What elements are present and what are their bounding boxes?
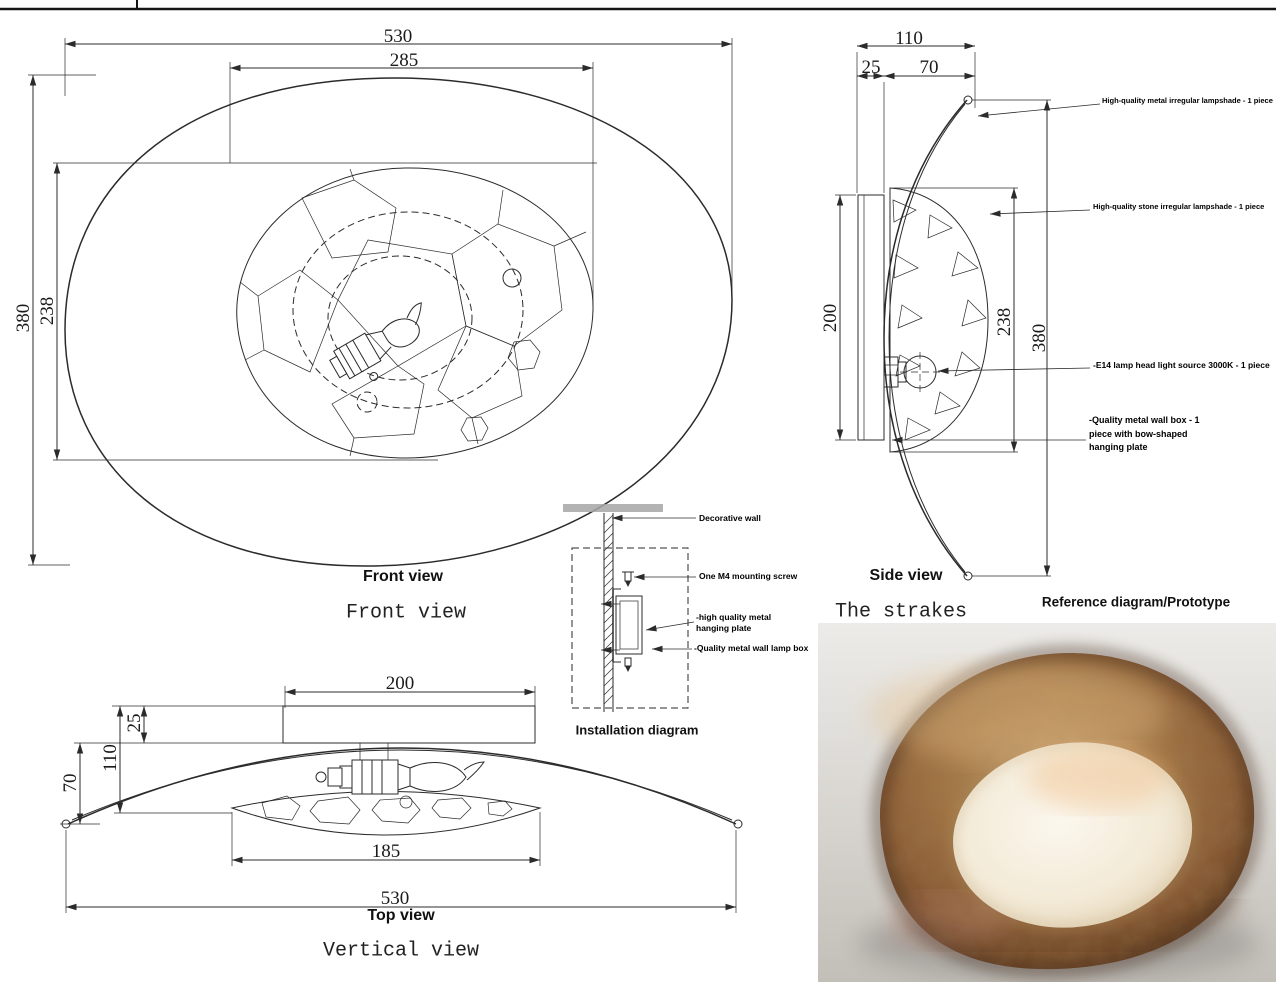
install-label-plate: -high quality metal hanging plate [696, 612, 772, 634]
side-view-caption: Side view [869, 567, 943, 584]
front-dim-outer-height: 380 [13, 303, 34, 333]
top-dim-shade-depth: 70 [60, 773, 81, 793]
front-dim-outer-width: 530 [383, 26, 413, 47]
side-dim-total-depth: 110 [895, 28, 923, 49]
front-dim-inner-width: 285 [389, 50, 419, 71]
prototype-photo [818, 623, 1276, 982]
annotation-stone-lampshade: High-quality stone irregular lampshade -… [1093, 202, 1265, 211]
top-view-drawing [60, 686, 743, 913]
annotation-wall-box: -Quality metal wall box - 1 piece with b… [1089, 415, 1200, 452]
top-dim-mid-depth: 110 [100, 744, 121, 772]
top-view-caption: Top view [367, 907, 435, 924]
top-dim-stone-width: 185 [371, 841, 401, 862]
installation-drawing [563, 504, 696, 712]
frame-line [0, 0, 1276, 11]
front-view-drawing [28, 38, 733, 567]
side-dim-total-height: 380 [1029, 323, 1050, 353]
side-dim-stone-height: 238 [994, 307, 1015, 337]
annotation-e14-lamp: -E14 lamp head light source 3000K - 1 pi… [1093, 360, 1270, 370]
side-dim-box-height: 200 [820, 303, 841, 333]
side-view-caption-serif: The strakes [834, 600, 968, 624]
side-view-drawing [835, 42, 1101, 581]
reference-caption: Reference diagram/Prototype [1041, 594, 1231, 610]
front-bulb-drawing [329, 302, 422, 382]
front-view-caption-serif: Front view [345, 601, 467, 625]
annotation-metal-lampshade: High-quality metal irregular lampshade -… [1102, 96, 1273, 105]
top-dim-box-width: 200 [385, 673, 415, 694]
top-dim-box-depth: 25 [124, 713, 145, 733]
install-label-box: -Quality metal wall lamp box [694, 643, 809, 653]
side-dim-box-depth: 25 [861, 57, 881, 78]
top-bulb-drawing [315, 743, 485, 809]
front-dim-inner-height: 238 [37, 296, 58, 326]
top-view-caption-serif: Vertical view [322, 939, 480, 963]
install-label-wall: Decorative wall [699, 513, 761, 523]
install-label-screw: One M4 mounting screw [699, 571, 798, 581]
installation-caption: Installation diagram [575, 722, 699, 738]
front-view-caption: Front view [362, 568, 444, 585]
top-dim-total-width: 530 [380, 888, 410, 909]
side-dim-shade-depth: 70 [919, 57, 939, 78]
